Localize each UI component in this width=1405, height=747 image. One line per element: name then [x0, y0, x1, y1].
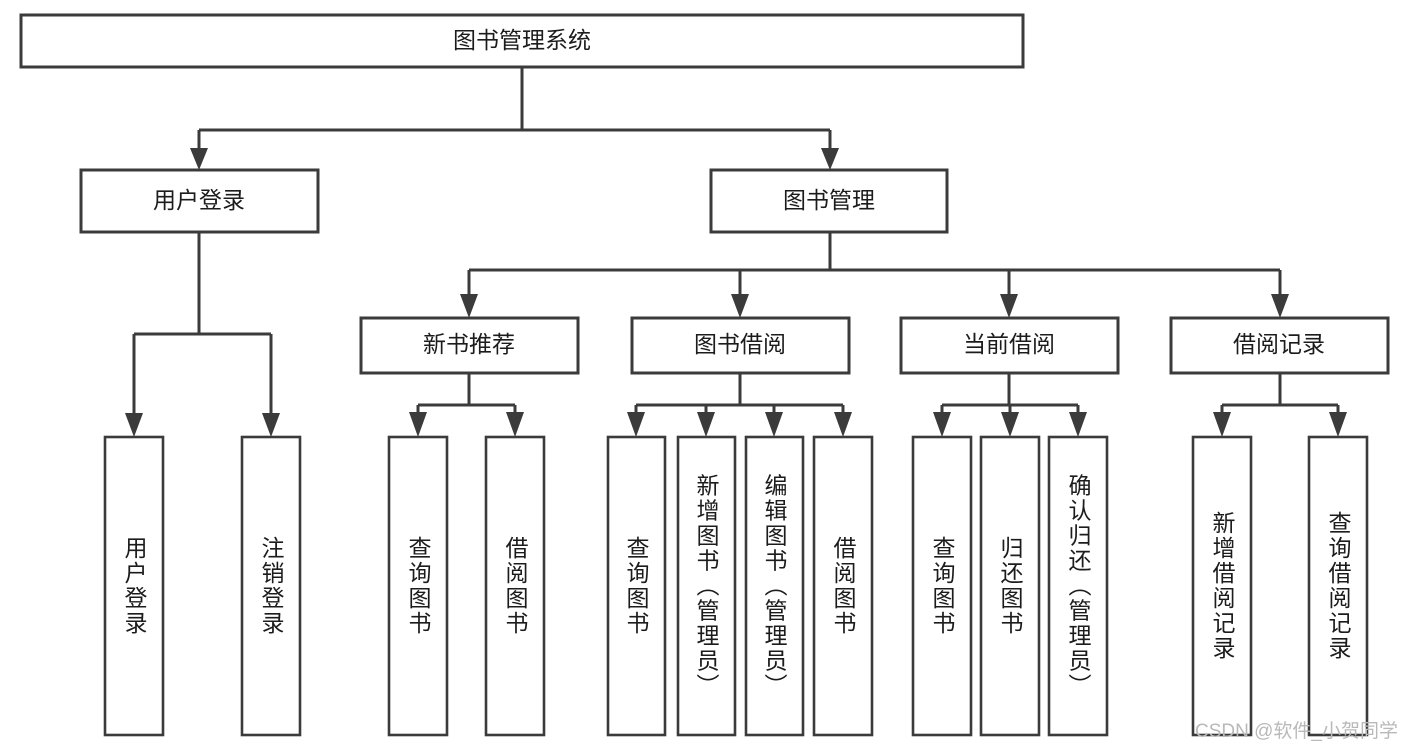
leaf-br-query-record-box[interactable]	[1307, 435, 1369, 737]
arrow-head-nb-query-book	[409, 412, 427, 437]
leaf-user-login-label: 用户登录	[121, 536, 148, 636]
leaf-bb-edit-book[interactable]: 编辑图书（管理员）	[744, 435, 805, 737]
leaf-bb-borrow-book-label: 借阅图书	[830, 536, 857, 636]
leaf-user-login[interactable]: 用户登录	[103, 435, 165, 737]
leaf-bb-edit-book-label: 编辑图书（管理员）	[761, 474, 788, 699]
node-current-borrow[interactable]: 当前借阅	[899, 316, 1120, 375]
arrow-head-borrow-record	[1271, 294, 1289, 318]
arrow-head-br-query-record	[1329, 412, 1347, 437]
node-system-root[interactable]: 图书管理系统	[19, 13, 1025, 69]
node-new-book-recommend[interactable]: 新书推荐	[359, 316, 580, 375]
leaf-br-query-record-label: 查询借阅记录	[1325, 511, 1352, 661]
arrow-head-cb-return-book	[1001, 412, 1019, 437]
node-book-manage-box[interactable]	[709, 168, 949, 234]
leaf-cb-return-book-label: 归还图书	[997, 536, 1024, 636]
leaf-cb-confirm-return-box[interactable]	[1047, 435, 1109, 737]
node-user-login-box[interactable]	[79, 168, 320, 234]
arrow-head-new-book	[460, 294, 478, 318]
leaf-bb-borrow-book-box[interactable]	[812, 435, 874, 737]
leaf-cb-query-book-box[interactable]	[911, 435, 973, 737]
leaf-bb-query-book-box[interactable]	[606, 435, 667, 737]
arrow-head-bb-add-book	[697, 412, 715, 437]
arrow-head-bb-query-book	[627, 412, 645, 437]
node-current-borrow-box[interactable]	[899, 316, 1120, 375]
csdn-watermark: CSDN @软件_小贺同学	[1195, 720, 1398, 742]
leaf-bb-add-book[interactable]: 新增图书（管理员）	[676, 435, 737, 737]
leaf-cb-confirm-return[interactable]: 确认归还（管理员）	[1047, 435, 1109, 737]
node-system-root-label: 图书管理系统	[453, 27, 591, 53]
node-current-borrow-label: 当前借阅	[963, 331, 1055, 357]
leaf-br-add-record-label: 新增借阅记录	[1209, 511, 1236, 661]
arrow-head-br-add-record	[1213, 412, 1231, 437]
leaf-logout-box[interactable]	[240, 435, 302, 737]
leaf-nb-borrow-book-label: 借阅图书	[502, 536, 529, 636]
node-book-borrow[interactable]: 图书借阅	[630, 316, 851, 375]
leaf-user-login-box[interactable]	[103, 435, 165, 737]
leaf-cb-confirm-return-label: 确认归还（管理员）	[1065, 474, 1092, 699]
leaf-bb-add-book-box[interactable]	[676, 435, 737, 737]
arrow-head-current-borrow	[1000, 294, 1018, 318]
node-book-manage-label: 图书管理	[783, 187, 875, 213]
leaf-bb-borrow-book[interactable]: 借阅图书	[812, 435, 874, 737]
arrow-head-book-borrow	[731, 294, 749, 318]
arrow-head-book-manage	[821, 148, 839, 170]
leaf-bb-query-book[interactable]: 查询图书	[606, 435, 667, 737]
leaf-br-query-record[interactable]: 查询借阅记录	[1307, 435, 1369, 737]
leaf-nb-borrow-book[interactable]: 借阅图书	[484, 435, 546, 737]
leaf-logout-label: 注销登录	[258, 536, 285, 636]
arrow-head-leaf-user-login	[125, 413, 143, 437]
leaf-bb-edit-book-box[interactable]	[744, 435, 805, 737]
node-borrow-record-label: 借阅记录	[1233, 331, 1325, 357]
arrow-head-bb-borrow-book	[834, 412, 852, 437]
connector-layer	[125, 67, 1347, 437]
node-user-login[interactable]: 用户登录	[79, 168, 320, 234]
arrow-head-leaf-logout	[262, 413, 280, 437]
arrow-head-cb-confirm-return	[1069, 412, 1087, 437]
node-new-book-recommend-box[interactable]	[359, 316, 580, 375]
node-borrow-record-box[interactable]	[1169, 316, 1390, 375]
node-book-manage[interactable]: 图书管理	[709, 168, 949, 234]
arrow-head-bb-edit-book	[765, 412, 783, 437]
leaf-nb-query-book-label: 查询图书	[405, 536, 432, 636]
leaf-bb-query-book-label: 查询图书	[623, 536, 650, 636]
leaf-bb-add-book-label: 新增图书（管理员）	[693, 474, 720, 699]
arrow-head-cb-query-book	[933, 412, 951, 437]
leaf-cb-query-book[interactable]: 查询图书	[911, 435, 973, 737]
leaf-cb-return-book-box[interactable]	[979, 435, 1041, 737]
leaf-nb-query-book[interactable]: 查询图书	[387, 435, 449, 737]
arrow-head-nb-borrow-book	[506, 412, 524, 437]
node-book-borrow-box[interactable]	[630, 316, 851, 375]
arrow-head-user-login	[190, 148, 208, 170]
leaf-br-add-record[interactable]: 新增借阅记录	[1191, 435, 1253, 737]
leaf-cb-query-book-label: 查询图书	[929, 536, 956, 636]
node-new-book-recommend-label: 新书推荐	[423, 331, 515, 357]
node-system-root-box[interactable]	[19, 13, 1025, 69]
leaf-logout[interactable]: 注销登录	[240, 435, 302, 737]
node-user-login-label: 用户登录	[153, 187, 245, 213]
leaf-nb-borrow-book-box[interactable]	[484, 435, 546, 737]
node-book-borrow-label: 图书借阅	[694, 331, 786, 357]
leaf-nb-query-book-box[interactable]	[387, 435, 449, 737]
leaf-br-add-record-box[interactable]	[1191, 435, 1253, 737]
leaf-cb-return-book[interactable]: 归还图书	[979, 435, 1041, 737]
node-borrow-record[interactable]: 借阅记录	[1169, 316, 1390, 375]
